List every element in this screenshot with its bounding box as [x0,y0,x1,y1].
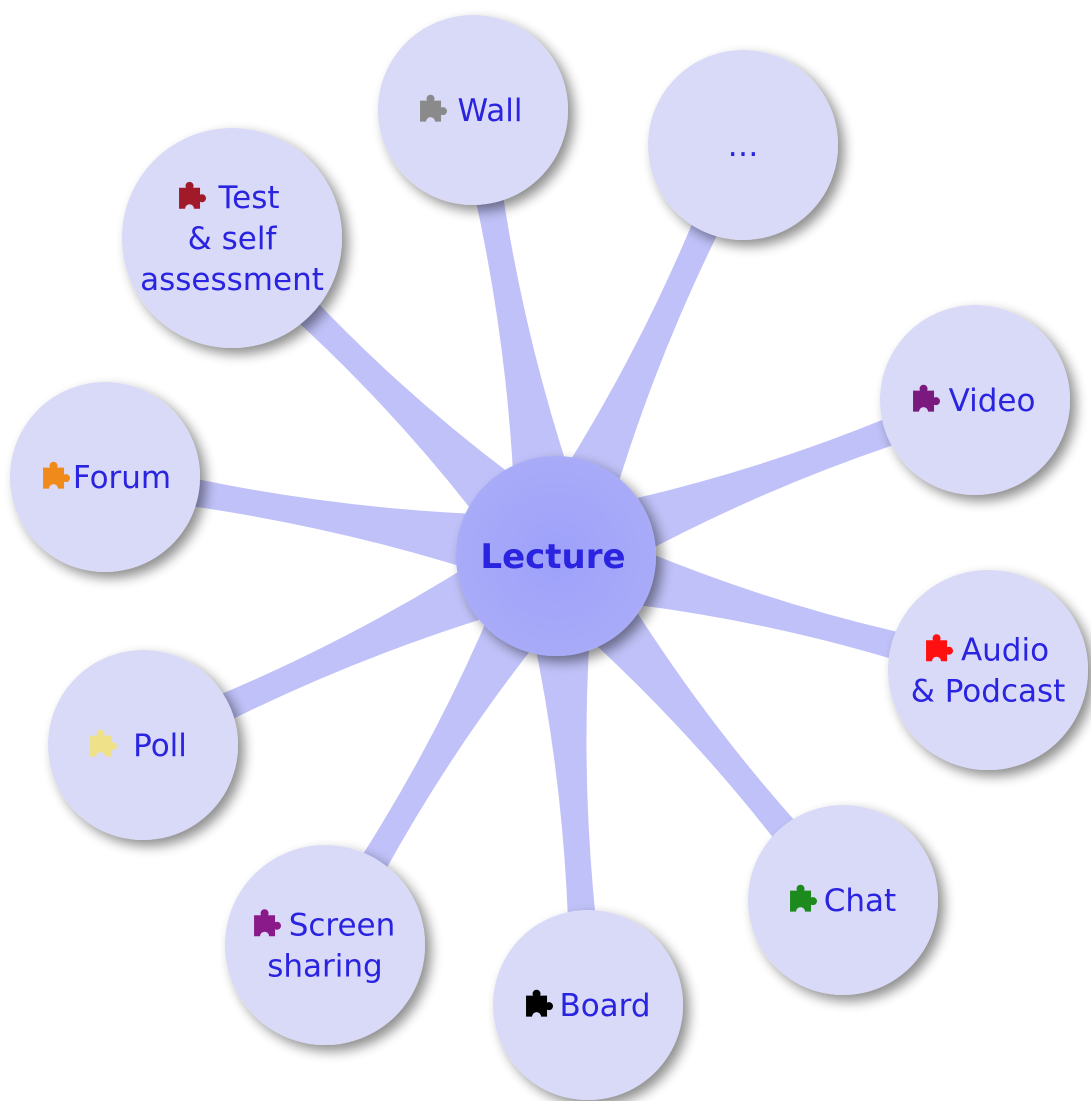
branch-board [524,593,596,922]
bubble-audio-podcast [888,570,1088,770]
node-poll[interactable]: Poll [48,650,238,840]
node-label: Chat [824,883,896,919]
center-label: Lecture [480,537,625,577]
bubble-screen-sharing [225,845,425,1045]
node-test-self-assessment[interactable]: Test & self assessment [122,128,342,348]
bubble-forum [10,382,200,572]
node-label: sharing [267,948,382,984]
branch-video [581,416,901,574]
branch-poll [214,541,534,723]
branch-wall [474,191,583,523]
puzzle-icon [926,634,953,662]
node-audio-podcast[interactable]: Audio & Podcast [888,570,1088,770]
bubble-test-self-assessment [122,128,342,348]
branch-forum [186,477,523,583]
node-label: Forum [73,460,171,496]
node-more[interactable]: … [648,50,838,240]
node-forum[interactable]: Forum [10,382,200,572]
puzzle-icon [420,94,447,122]
puzzle-icon [913,384,940,412]
node-label: … [728,128,759,164]
node-label: Video [949,383,1036,419]
puzzle-icon [790,884,817,912]
node-label: Test [217,180,279,216]
node-label: & Podcast [911,673,1066,709]
node-label: Audio [961,632,1049,668]
bubble-video [880,305,1070,495]
node-label: Board [559,988,650,1024]
branch-screen-sharing [358,573,565,875]
bubble-board [493,910,683,1100]
branch-more [541,216,721,534]
puzzle-icon [254,909,281,937]
node-label: Wall [458,93,523,129]
puzzle-icon [90,729,117,757]
center-node[interactable]: Lecture [456,456,656,656]
node-board[interactable]: Board [493,910,683,1100]
bubble-wall [378,15,568,205]
puzzle-icon [526,989,553,1017]
puzzle-icon [43,461,70,489]
node-chat[interactable]: Chat [748,805,938,995]
node-video[interactable]: Video [880,305,1070,495]
branch-audio-podcast [586,533,905,661]
puzzle-icon [179,181,206,209]
node-label: assessment [140,262,324,298]
node-label: Screen [289,907,396,943]
bubble-poll [48,650,238,840]
node-label: Poll [133,728,187,764]
node-wall[interactable]: Wall [378,15,568,205]
node-screen-sharing[interactable]: Screen sharing [225,845,425,1045]
center-bubble [456,456,656,656]
node-label: & self [188,221,278,257]
bubble-more [648,50,838,240]
bubble-chat [748,805,938,995]
